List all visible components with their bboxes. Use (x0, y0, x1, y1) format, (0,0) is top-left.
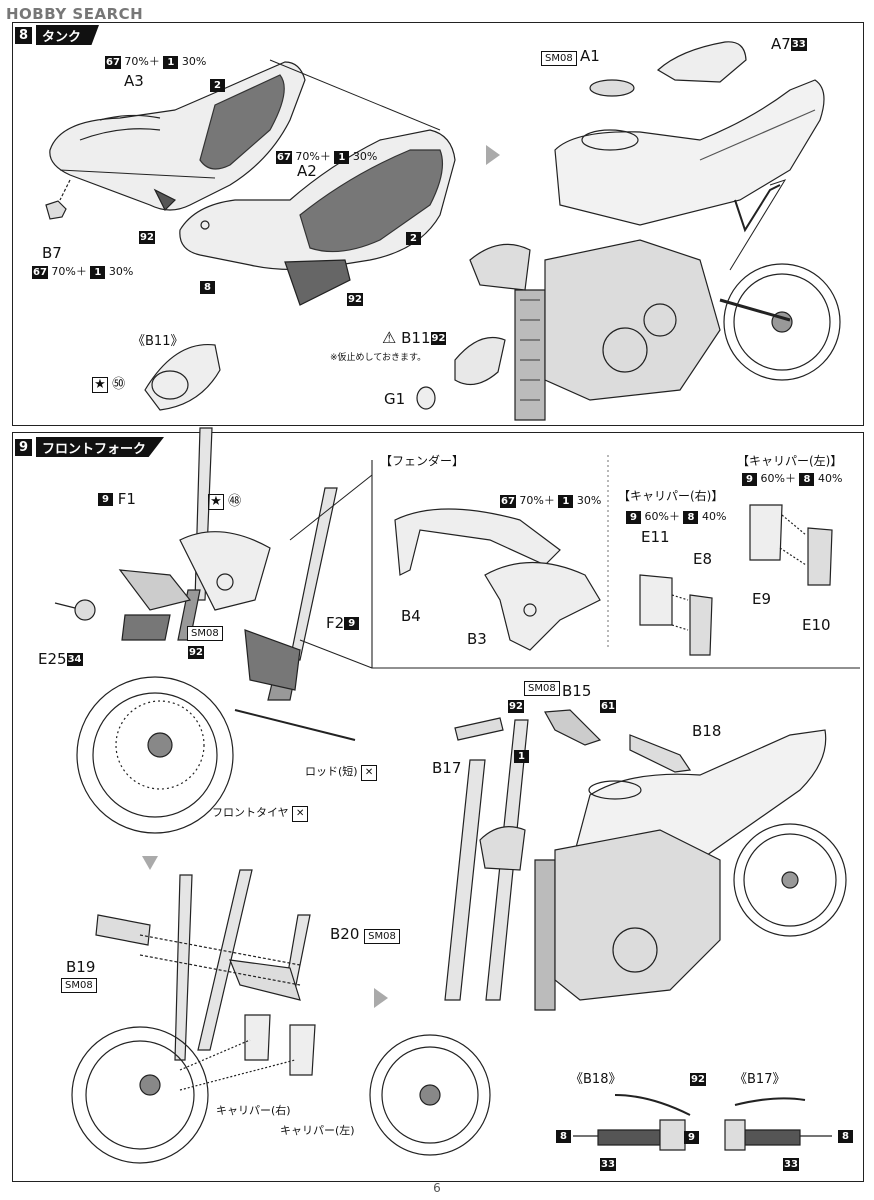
b11-note: ※仮止めしておきます。 (330, 353, 427, 363)
motorcycle-bottom-drawing (369, 719, 847, 1156)
fender-star-code: ★ ㊽ (208, 490, 241, 510)
label-e25: E2534 (38, 650, 83, 668)
code-33-grip-right: 33 (783, 1157, 799, 1171)
code-92-b: 92 (347, 292, 363, 306)
code-33-grip-left: 33 (600, 1157, 616, 1171)
part-b7-drawing (45, 200, 67, 220)
tank-cover-a3-drawing (49, 61, 306, 212)
label-e9: E9 (752, 590, 772, 608)
part-a1-drawing (589, 79, 635, 97)
label-rod: ロッド(短) ✕ (305, 763, 378, 781)
code-92-b15: 92 (508, 699, 524, 713)
label-b18: B18 (692, 722, 722, 740)
part-a7-drawing (656, 41, 747, 83)
label-a1: A1 (580, 47, 600, 65)
label-a2: A2 (297, 162, 317, 180)
arrow-down-1 (142, 856, 158, 870)
label-e8: E8 (693, 550, 713, 568)
section8-title: タンク (36, 25, 100, 45)
sm08-tag-a1: SM08 (541, 51, 577, 66)
sm08-tag-fork: SM08 (187, 626, 223, 641)
arrow-right-2 (374, 988, 388, 1008)
section8-header: 8 タンク (15, 24, 100, 46)
sm08-tag-b19: SM08 (61, 978, 97, 993)
section9-header: 9 フロントフォーク (15, 436, 165, 458)
code-2-top: 2 (210, 78, 225, 92)
label-b17-callout: 《B17》 (734, 1072, 786, 1087)
part-g1-drawing (416, 386, 436, 410)
page-number: 6 (433, 1181, 441, 1195)
arrow-right-1 (486, 145, 500, 165)
caliper-drawings (639, 504, 833, 656)
label-b20: B20 SM08 (330, 925, 400, 944)
part-b11-callout-drawing (144, 343, 221, 411)
code-1-handle: 1 (514, 749, 529, 763)
label-b18-callout: 《B18》 (570, 1072, 622, 1087)
part-b11-drawing (454, 336, 506, 386)
grip-drawings (573, 1094, 832, 1151)
caliper-left-title: 【キャリパー(左)】 (737, 454, 843, 468)
section9-frame (12, 432, 864, 1182)
code-9-grip: 9 (684, 1130, 699, 1144)
code-2-right: 2 (406, 231, 421, 245)
code-92-fork: 92 (188, 645, 204, 659)
label-b15: B15 (562, 682, 592, 700)
label-b19: B19 (66, 958, 96, 976)
fender-inset-title: 【フェンダー】 (380, 454, 465, 468)
label-b7: B7 (42, 244, 62, 262)
section8-number: 8 (15, 26, 32, 44)
caliper-left-color: 9 60%＋ 8 40% (742, 470, 842, 486)
label-b3: B3 (467, 630, 487, 648)
label-a3: A3 (124, 72, 144, 90)
watermark: HOBBY SEARCH (6, 5, 144, 23)
label-b4: B4 (401, 607, 421, 625)
label-a7: A733 (771, 35, 807, 53)
handlebar-parts-drawing (454, 709, 692, 773)
label-f1: 9 F1 (98, 490, 136, 508)
sm08-tag-b15: SM08 (524, 681, 560, 696)
b7-color-callout: 67 70%＋ 1 30% (32, 265, 134, 279)
fender-drawing (394, 508, 601, 651)
caliper-right-title: 【キャリパー(右)】 (618, 489, 724, 503)
caliper-right-color: 9 60%＋ 8 40% (626, 508, 726, 524)
label-e11: E11 (641, 528, 670, 546)
code-8-grip-right: 8 (838, 1129, 853, 1143)
inset-frame (371, 460, 860, 669)
code-92-grip: 92 (690, 1072, 706, 1086)
section9-number: 9 (15, 438, 32, 456)
tank-cover-a2-drawing (179, 129, 456, 306)
label-b11-callout: 《B11》 (132, 334, 184, 349)
a3-color-callout: 67 70%＋ 1 30% (105, 55, 207, 69)
a2-color-callout: 67 70%＋ 1 30% (276, 150, 378, 164)
label-b17: B17 (432, 759, 462, 777)
fork-assembly-drawing-bottom (71, 869, 316, 1164)
label-caliper-l: キャリパー(左) (280, 1124, 355, 1137)
label-front-tire: フロントタイヤ ✕ (212, 804, 309, 822)
label-e10: E10 (802, 616, 831, 634)
motorcycle-top-drawing (469, 41, 841, 421)
label-b11: ⚠ B1192 (382, 328, 447, 347)
label-caliper-r: キャリパー(右) (216, 1104, 291, 1117)
section9-title: フロントフォーク (36, 437, 165, 457)
code-61: 61 (600, 699, 616, 713)
b11-star-code: ★ ㊿ (92, 373, 125, 393)
label-g1: G1 (384, 390, 406, 408)
code-8-grip-left: 8 (556, 1129, 571, 1143)
fender-color-callout: 67 70%＋ 1 30% (500, 494, 602, 508)
code-92-a: 92 (139, 230, 155, 244)
section8-frame (12, 22, 864, 426)
code-8-a: 8 (200, 280, 215, 294)
